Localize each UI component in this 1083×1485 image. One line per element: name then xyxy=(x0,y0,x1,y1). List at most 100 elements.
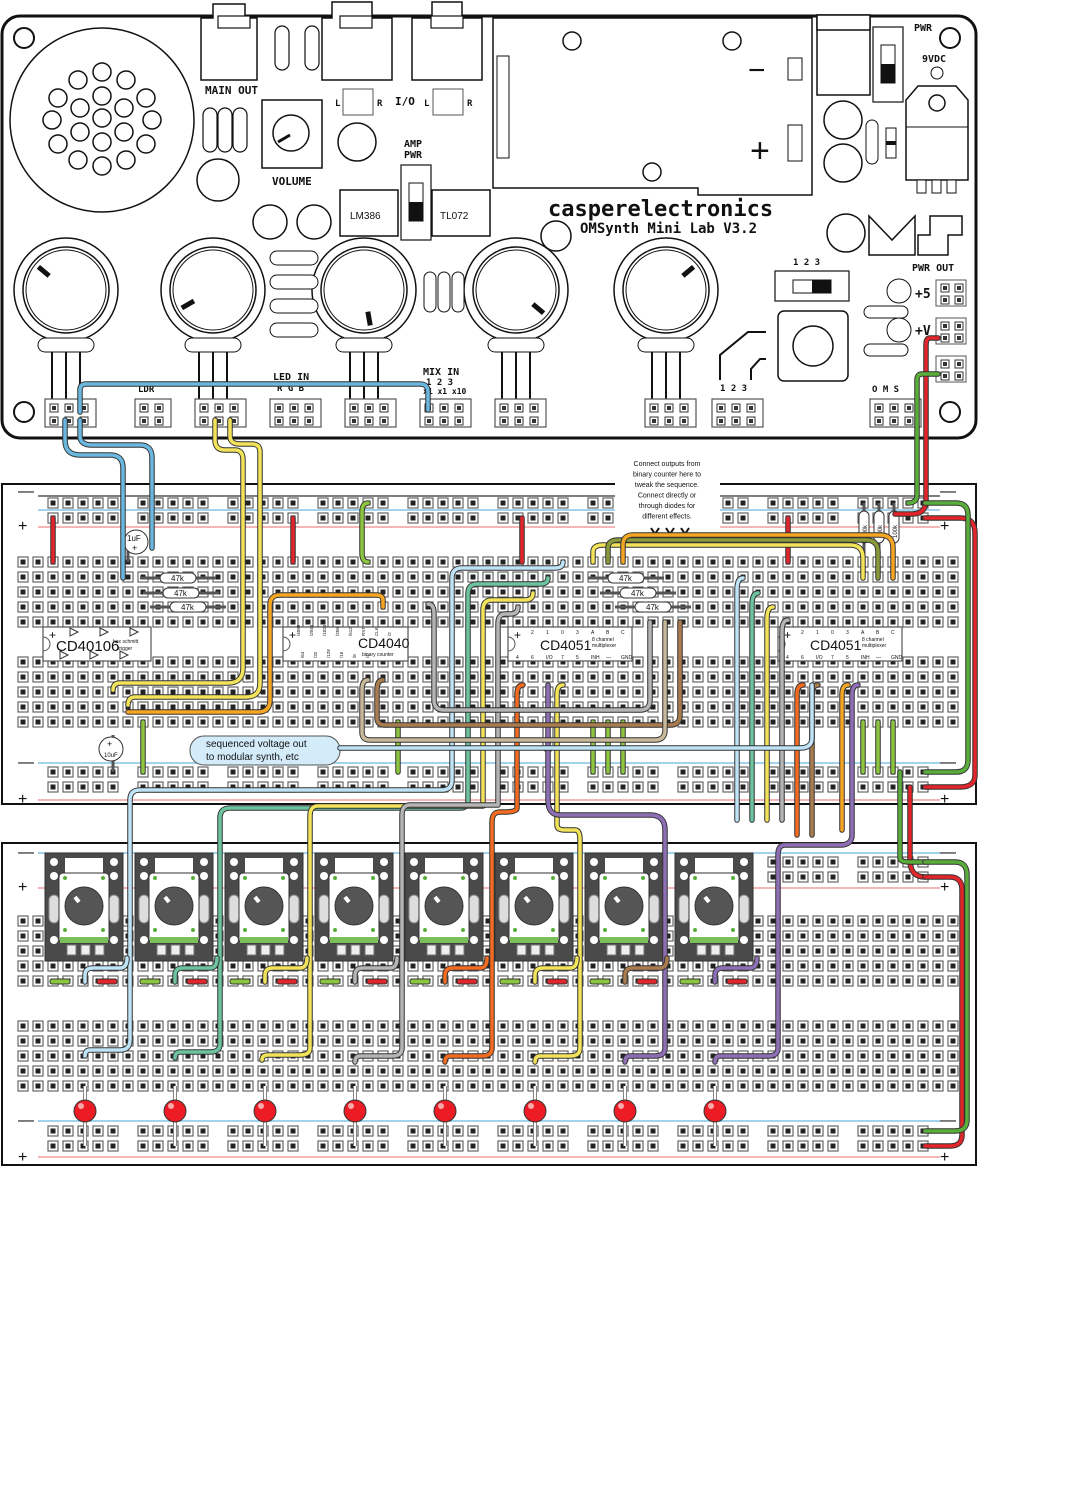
wire-step-output[interactable] xyxy=(712,682,861,1065)
wire-orange[interactable] xyxy=(125,592,386,715)
pot-knob[interactable] xyxy=(694,886,734,926)
hole-pin xyxy=(95,500,101,506)
pin-header[interactable] xyxy=(869,398,922,428)
wire-step-output[interactable] xyxy=(259,590,536,1063)
pin-header[interactable] xyxy=(134,398,172,428)
wire-pot-wiper[interactable] xyxy=(532,955,580,985)
pot-knob[interactable] xyxy=(424,886,464,926)
pin-header[interactable] xyxy=(44,398,97,428)
wire-mux-out[interactable] xyxy=(839,682,851,833)
wire-green[interactable] xyxy=(359,500,371,565)
potentiometer-module[interactable] xyxy=(44,852,124,962)
pin-header[interactable] xyxy=(344,398,397,428)
potentiometer-module[interactable] xyxy=(674,852,754,962)
pot-knob[interactable] xyxy=(64,886,104,926)
wire-mux-select[interactable] xyxy=(779,617,791,823)
hole-pin xyxy=(485,1068,491,1074)
wire-mux-select[interactable] xyxy=(764,604,776,823)
power-switch[interactable] xyxy=(872,26,904,103)
potentiometer-module[interactable] xyxy=(134,852,214,962)
volume-pot[interactable] xyxy=(261,99,323,169)
pin-header[interactable] xyxy=(935,317,967,345)
hole-pin xyxy=(65,559,71,565)
wire-rail-green[interactable] xyxy=(922,859,970,1134)
wire-mux-select[interactable] xyxy=(749,590,761,823)
wire-lfo-to-mix[interactable] xyxy=(77,381,431,415)
wire-mux-out[interactable] xyxy=(794,682,806,838)
wire-pot-wiper[interactable] xyxy=(442,955,490,985)
wire-tan[interactable] xyxy=(359,619,668,743)
wire-orange[interactable] xyxy=(620,532,896,581)
wire-rail-red[interactable] xyxy=(922,874,965,1149)
pin-header[interactable] xyxy=(194,398,247,428)
pin-header[interactable] xyxy=(935,279,967,307)
pot-knob[interactable] xyxy=(334,886,374,926)
push-button[interactable] xyxy=(777,310,849,382)
potentiometer-module[interactable] xyxy=(494,852,574,962)
wire-step-output[interactable] xyxy=(532,682,583,1065)
wire-gray[interactable] xyxy=(425,601,653,713)
pot-knob[interactable] xyxy=(244,886,284,926)
hole-pin xyxy=(305,1083,311,1089)
hole-pin xyxy=(680,704,686,710)
wire-mux-select[interactable] xyxy=(734,575,746,823)
hole-pin xyxy=(20,1083,26,1089)
power-jack[interactable] xyxy=(816,14,871,96)
pin-header[interactable] xyxy=(711,398,764,428)
header-io-left[interactable] xyxy=(342,88,374,116)
hole-pin xyxy=(155,1038,161,1044)
wire-pot-wiper[interactable] xyxy=(622,955,670,985)
pin-header[interactable] xyxy=(269,398,322,428)
wire-rail-green[interactable] xyxy=(897,769,928,865)
potentiometer-module[interactable] xyxy=(404,852,484,962)
wire-pot-wiper[interactable] xyxy=(172,955,220,985)
jack-io-left[interactable] xyxy=(321,1,393,81)
wire-yellow[interactable] xyxy=(125,417,263,708)
wire-olive[interactable] xyxy=(605,537,881,581)
pcb-knob[interactable] xyxy=(613,237,719,400)
hole-pin xyxy=(65,604,71,610)
wire-blue[interactable] xyxy=(62,417,126,581)
pcb-knob[interactable] xyxy=(160,237,266,400)
pot-knob[interactable] xyxy=(604,886,644,926)
amp-power-switch[interactable] xyxy=(400,164,432,241)
wire-power-green[interactable] xyxy=(905,371,941,506)
wire-step-output[interactable] xyxy=(442,682,526,1065)
wire-brown[interactable] xyxy=(374,619,683,728)
hole-pin xyxy=(575,659,581,665)
wire-yellow[interactable] xyxy=(110,417,246,693)
hole-pin xyxy=(380,674,386,680)
pin-header[interactable] xyxy=(494,398,547,428)
wire-rail-green[interactable] xyxy=(922,500,971,775)
header-io-right[interactable] xyxy=(432,88,464,116)
pcb-knob[interactable] xyxy=(463,237,569,400)
potentiometer-module[interactable] xyxy=(224,852,304,962)
wire-pot-wiper[interactable] xyxy=(352,955,400,985)
potentiometer-module[interactable] xyxy=(584,852,664,962)
wire-sequence-out[interactable] xyxy=(337,682,815,751)
hole-pin xyxy=(155,1083,161,1089)
pcb-knob[interactable] xyxy=(311,237,417,400)
pcb-knob[interactable] xyxy=(13,237,119,400)
pin-header[interactable] xyxy=(644,398,697,428)
wire-yellow[interactable] xyxy=(590,542,866,581)
potentiometer-module[interactable] xyxy=(314,852,394,962)
wire-step-output[interactable] xyxy=(545,682,668,1065)
hole-pin xyxy=(575,689,581,695)
wire-pot-wiper[interactable] xyxy=(262,955,310,985)
pot-knob[interactable] xyxy=(514,886,554,926)
wire-step-output[interactable] xyxy=(82,559,566,1059)
wire-blue[interactable] xyxy=(77,417,155,551)
wire-pot-wiper[interactable] xyxy=(712,955,760,985)
wire-pot-wiper[interactable] xyxy=(82,955,130,985)
jack-io-right[interactable] xyxy=(411,1,483,81)
pot-knob[interactable] xyxy=(154,886,194,926)
jack-main-out[interactable] xyxy=(200,3,258,81)
wire-step-output[interactable] xyxy=(352,604,521,1065)
hole-pin xyxy=(770,784,776,790)
pin-header[interactable] xyxy=(935,355,967,383)
wire-power-red[interactable] xyxy=(892,335,941,517)
hole-pin xyxy=(140,1068,146,1074)
mode-switch[interactable] xyxy=(774,270,850,302)
